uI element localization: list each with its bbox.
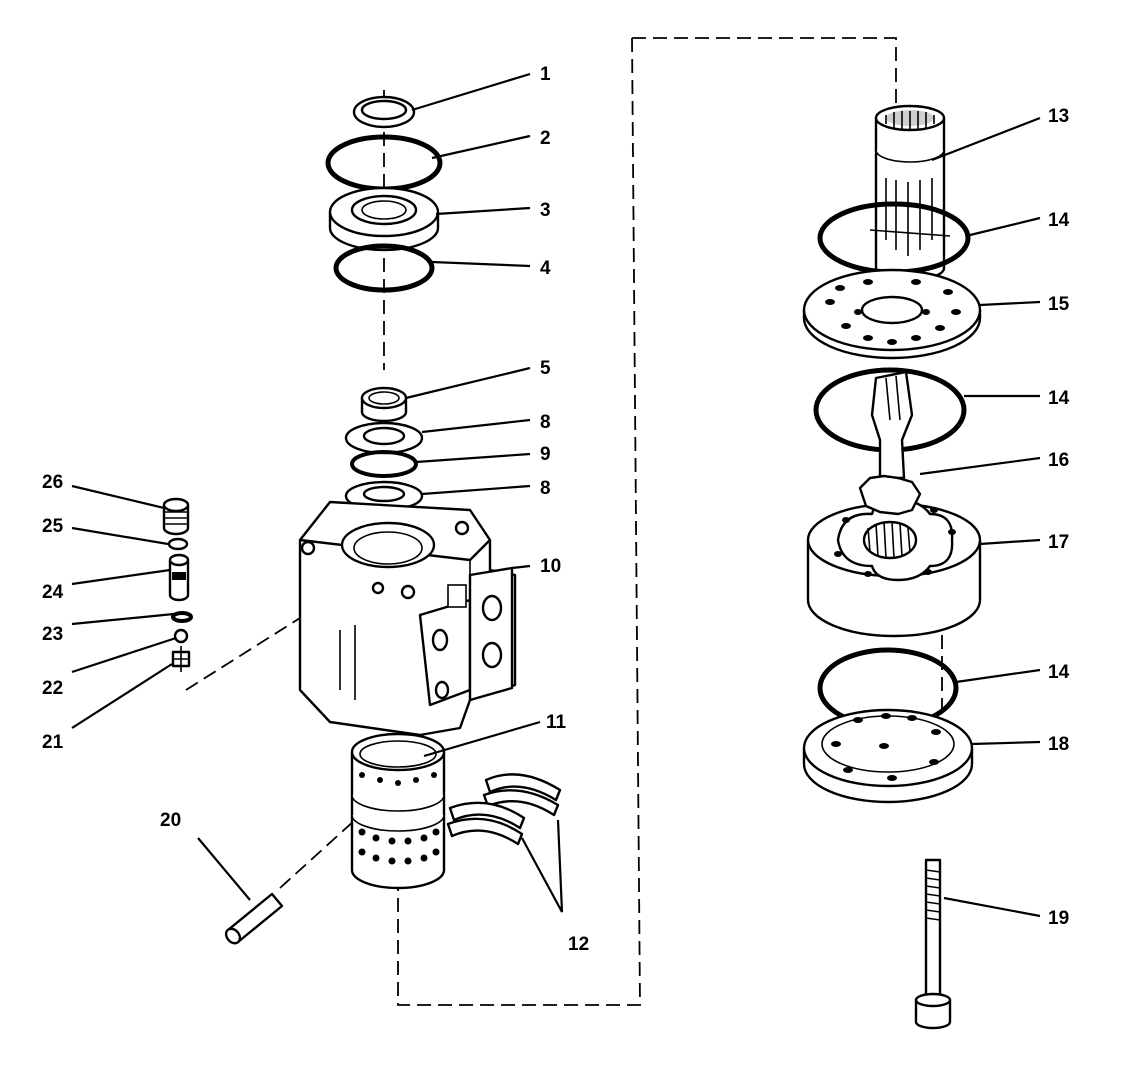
callout-21: 21 bbox=[42, 732, 64, 753]
part-shaft-13 bbox=[869, 104, 951, 282]
part-pin-20 bbox=[224, 892, 284, 945]
callout-15: 15 bbox=[1048, 294, 1070, 315]
connector-top-right bbox=[632, 37, 897, 110]
callout-25: 25 bbox=[42, 516, 64, 537]
callout-26: 26 bbox=[42, 472, 63, 493]
callout-16: 16 bbox=[1048, 450, 1069, 471]
part-endcap-18 bbox=[802, 708, 974, 804]
connector-loop bbox=[397, 37, 641, 1006]
callout-9: 9 bbox=[540, 444, 551, 465]
part-washer-8a bbox=[344, 421, 424, 455]
callout-13: 13 bbox=[1048, 106, 1069, 127]
callout-4: 4 bbox=[540, 258, 551, 279]
callout-17: 17 bbox=[1048, 532, 1069, 553]
part-sleeve-11 bbox=[350, 732, 446, 890]
part-ring-1 bbox=[352, 95, 416, 129]
callout-23: 23 bbox=[42, 624, 63, 645]
part-springs-12 bbox=[446, 773, 562, 846]
callout-14c: 14 bbox=[1048, 662, 1070, 683]
callout-19: 19 bbox=[1048, 908, 1069, 929]
callout-22: 22 bbox=[42, 678, 63, 699]
part-valve-spring-21 bbox=[171, 646, 191, 672]
callout-1: 1 bbox=[540, 64, 551, 85]
callout-8a: 8 bbox=[540, 412, 551, 433]
part-valve-poppet-24 bbox=[168, 553, 190, 602]
part-valve-cap-26 bbox=[162, 497, 190, 536]
callout-11: 11 bbox=[546, 712, 567, 733]
part-drive-16 bbox=[870, 370, 914, 480]
callout-18: 18 bbox=[1048, 734, 1069, 755]
callout-labels: 1 2 3 4 5 8 9 8 10 11 12 13 14 15 14 16 … bbox=[42, 64, 1070, 955]
callout-24: 24 bbox=[42, 582, 64, 603]
callout-10: 10 bbox=[540, 556, 561, 577]
part-bearing-3 bbox=[328, 186, 440, 252]
part-valve-ball-22 bbox=[173, 628, 189, 644]
connector-valve bbox=[185, 569, 377, 691]
callout-5: 5 bbox=[540, 358, 551, 379]
part-valve-seat-25 bbox=[167, 537, 189, 551]
part-bushing-5 bbox=[360, 386, 408, 423]
callout-14b: 14 bbox=[1048, 388, 1070, 409]
callout-8b: 8 bbox=[540, 478, 551, 499]
part-plate-15 bbox=[802, 268, 982, 360]
part-housing-10 bbox=[298, 500, 517, 737]
callout-3: 3 bbox=[540, 200, 551, 221]
leader-lines bbox=[71, 72, 1041, 918]
part-bolt-19 bbox=[914, 858, 952, 1030]
part-washer-9 bbox=[350, 450, 418, 478]
part-oring-4 bbox=[333, 243, 435, 293]
callout-12: 12 bbox=[568, 934, 589, 955]
callout-20: 20 bbox=[160, 810, 181, 831]
part-gerotor-17 bbox=[806, 474, 982, 638]
callout-14a: 14 bbox=[1048, 210, 1070, 231]
callout-2: 2 bbox=[540, 128, 551, 149]
part-valve-oring-23 bbox=[171, 611, 193, 623]
